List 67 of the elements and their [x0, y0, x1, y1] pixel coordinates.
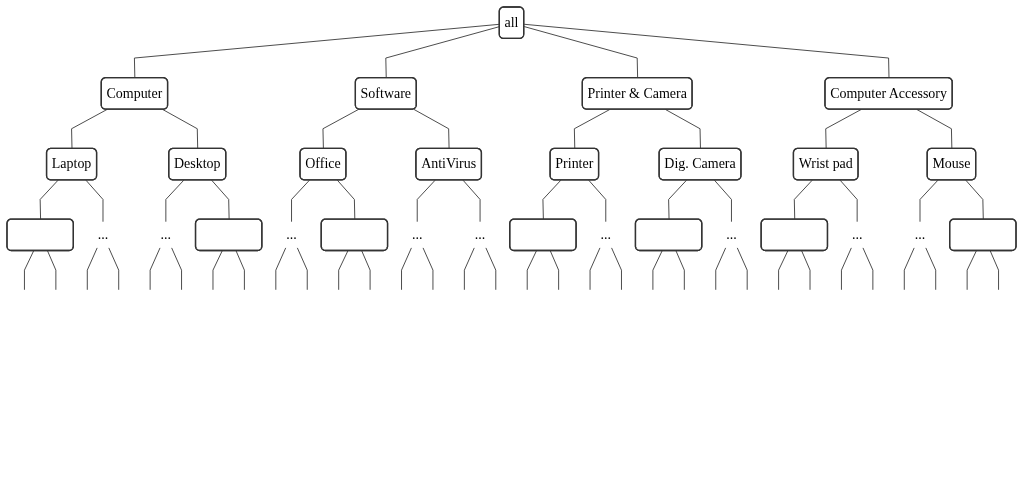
node-text: ...	[851, 226, 863, 242]
connector	[801, 250, 811, 291]
connector	[361, 250, 371, 291]
connector	[296, 247, 308, 291]
connector	[336, 179, 356, 220]
connector	[162, 109, 199, 150]
connector	[422, 247, 434, 291]
connector	[589, 247, 601, 291]
connector	[416, 179, 436, 223]
connector	[665, 109, 701, 150]
connector	[523, 23, 890, 79]
connector	[212, 250, 223, 291]
connector	[862, 247, 874, 291]
node-text: ...	[914, 226, 926, 242]
node-text: ...	[411, 226, 423, 242]
node-text: ...	[97, 226, 109, 242]
node-text: ...	[160, 226, 172, 242]
connector	[463, 247, 475, 291]
connector	[839, 179, 858, 223]
connector	[338, 250, 349, 291]
connector	[916, 109, 953, 150]
connector	[71, 109, 108, 150]
node-text: ...	[726, 226, 737, 242]
connector	[714, 179, 732, 223]
connector	[989, 250, 999, 291]
connector	[965, 179, 984, 220]
connector	[485, 247, 497, 291]
connector	[291, 179, 310, 223]
connector	[736, 247, 748, 291]
connector	[171, 247, 182, 291]
connector	[841, 247, 852, 291]
connector	[322, 108, 360, 150]
connector	[39, 179, 59, 220]
connector	[47, 250, 57, 291]
connector	[86, 247, 98, 291]
connector	[919, 179, 939, 223]
connector	[542, 179, 562, 220]
connector	[462, 179, 481, 223]
connector	[24, 250, 35, 291]
connector	[526, 250, 537, 291]
connector	[413, 108, 450, 150]
connector	[966, 250, 977, 291]
connector	[108, 247, 120, 291]
node-text: ...	[600, 226, 612, 242]
connector	[652, 250, 663, 291]
connector	[523, 26, 639, 79]
connector	[675, 250, 685, 291]
connector	[668, 179, 687, 220]
connector	[165, 179, 185, 223]
connector	[235, 250, 245, 291]
connector	[85, 179, 104, 223]
connector	[793, 179, 813, 220]
connector	[149, 247, 161, 291]
connector	[715, 247, 727, 291]
connector	[903, 247, 915, 291]
connector	[925, 247, 937, 291]
connector	[611, 247, 622, 291]
connector	[401, 247, 412, 291]
connector	[778, 250, 789, 291]
connector	[275, 247, 287, 291]
node-text: ...	[474, 226, 486, 242]
connector	[825, 109, 862, 150]
connector	[549, 250, 560, 291]
connector	[573, 109, 611, 150]
connector	[588, 179, 607, 223]
node-text: ...	[286, 226, 297, 242]
connector	[211, 179, 230, 220]
